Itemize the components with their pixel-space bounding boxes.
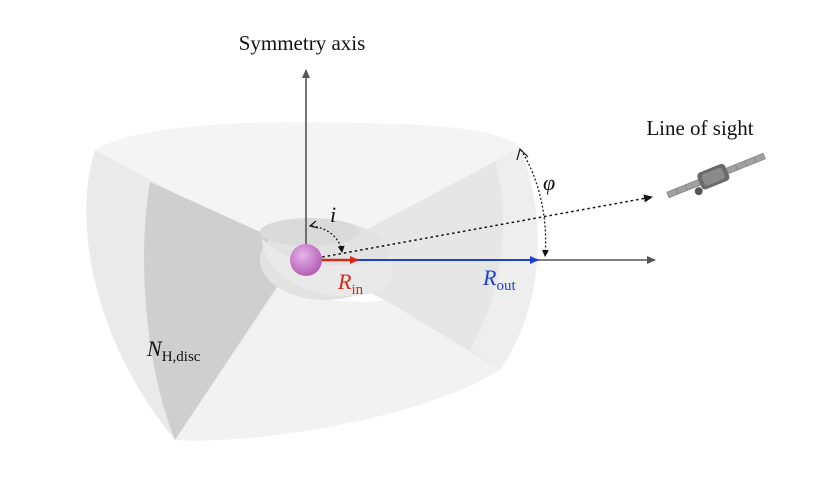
r-in-main: R bbox=[337, 269, 352, 294]
opening-angle-arc-start bbox=[516, 147, 529, 161]
disc-front-bowl bbox=[175, 285, 500, 441]
inclination-label: i bbox=[330, 202, 336, 227]
central-source bbox=[290, 244, 322, 276]
disc-top-rim bbox=[95, 122, 520, 262]
line-of-sight-label: Line of sight bbox=[646, 116, 753, 140]
r-in-sub: in bbox=[351, 282, 363, 298]
disc-left-wedge bbox=[144, 182, 278, 440]
line-of-sight bbox=[305, 194, 653, 261]
disc-body bbox=[86, 122, 538, 441]
r-out-label: Rout bbox=[482, 265, 516, 294]
r-in-label: Rin bbox=[337, 269, 364, 298]
inner-cavity-rim bbox=[262, 238, 392, 296]
r-out-sub: out bbox=[496, 278, 516, 294]
nh-disc-label: NH,disc bbox=[146, 336, 201, 365]
inclination-arc-start bbox=[308, 220, 319, 229]
opening-angle-label: φ bbox=[543, 170, 555, 195]
symmetry-axis-label: Symmetry axis bbox=[239, 31, 366, 55]
r-out-main: R bbox=[482, 265, 497, 290]
satellite-icon bbox=[666, 152, 766, 199]
inner-cavity-top bbox=[260, 218, 360, 246]
nh-main: N bbox=[146, 336, 163, 361]
nh-sub: H,disc bbox=[162, 349, 201, 365]
